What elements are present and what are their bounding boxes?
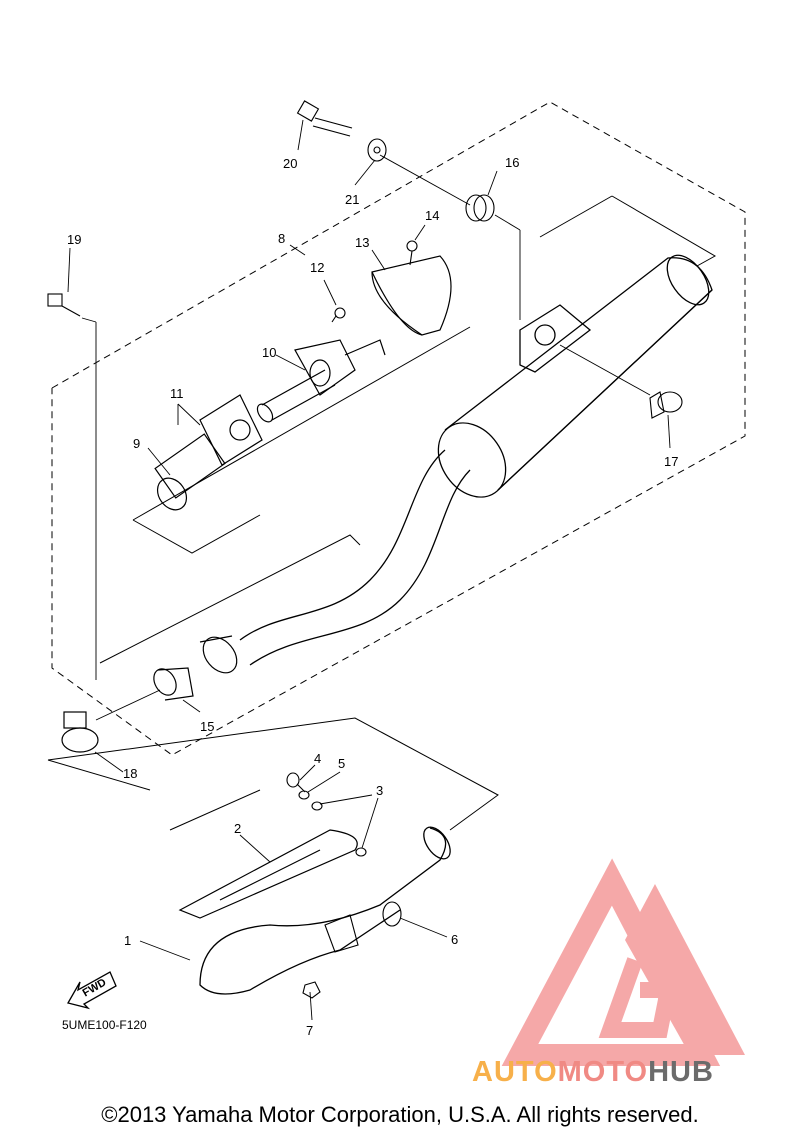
watermark-text: AUTOMOTOHUB	[472, 1056, 714, 1089]
diagram-code: 5UME100-F120	[62, 1018, 147, 1032]
callout-11: 11	[170, 386, 184, 401]
assembly-boundary	[51, 101, 746, 756]
mount-bolt	[296, 100, 353, 137]
automotohub-logo-icon	[501, 858, 745, 1066]
header-flange	[324, 914, 359, 953]
leader-lines	[67, 119, 671, 1021]
end-cap-screw	[406, 240, 418, 266]
callout-19: 19	[67, 232, 82, 247]
collar	[649, 391, 683, 419]
callout-10: 10	[262, 345, 277, 360]
callout-1: 1	[124, 933, 132, 948]
callout-12: 12	[310, 260, 325, 275]
silencer-core	[154, 394, 263, 511]
callout-13: 13	[355, 235, 370, 250]
callout-15: 15	[200, 719, 215, 734]
side-bolt	[47, 293, 81, 317]
heat-protector	[178, 829, 358, 919]
callout-7: 7	[306, 1023, 314, 1038]
exhaust-header-pipe	[199, 826, 451, 995]
copyright-notice: ©2013 Yamaha Motor Corporation, U.S.A. A…	[101, 1102, 699, 1127]
core-screw	[331, 307, 346, 323]
callout-2: 2	[234, 821, 242, 836]
header-nut	[302, 981, 321, 999]
watermark-word-auto: AUTO	[472, 1056, 558, 1088]
header-gasket	[382, 901, 402, 927]
callout-17: 17	[664, 454, 679, 469]
mount-washer	[367, 138, 387, 162]
watermark-word-moto: MOTO	[557, 1056, 649, 1088]
end-cap	[371, 255, 452, 336]
protector-bolt	[286, 772, 306, 793]
callout-20: 20	[283, 156, 298, 171]
callout-3: 3	[376, 783, 384, 798]
callout-16: 16	[505, 155, 520, 170]
muffler-body	[437, 254, 713, 498]
callout-21: 21	[345, 192, 360, 207]
sleeve	[153, 667, 194, 701]
mount-bushing	[465, 194, 495, 222]
callout-9: 9	[133, 436, 141, 451]
pipe-joint	[199, 635, 238, 674]
mid-pipe	[239, 449, 471, 666]
watermark-word-hub: HUB	[648, 1056, 714, 1088]
inner-pipe	[256, 339, 386, 423]
protector-washers	[298, 790, 367, 857]
callout-4: 4	[314, 751, 322, 766]
fwd-arrow-icon	[67, 971, 117, 1010]
callout-18: 18	[123, 766, 138, 781]
clamp	[61, 711, 99, 753]
callout-6: 6	[451, 932, 459, 947]
callout-5: 5	[338, 756, 346, 771]
callout-14: 14	[425, 208, 440, 223]
callout-8: 8	[278, 231, 286, 246]
